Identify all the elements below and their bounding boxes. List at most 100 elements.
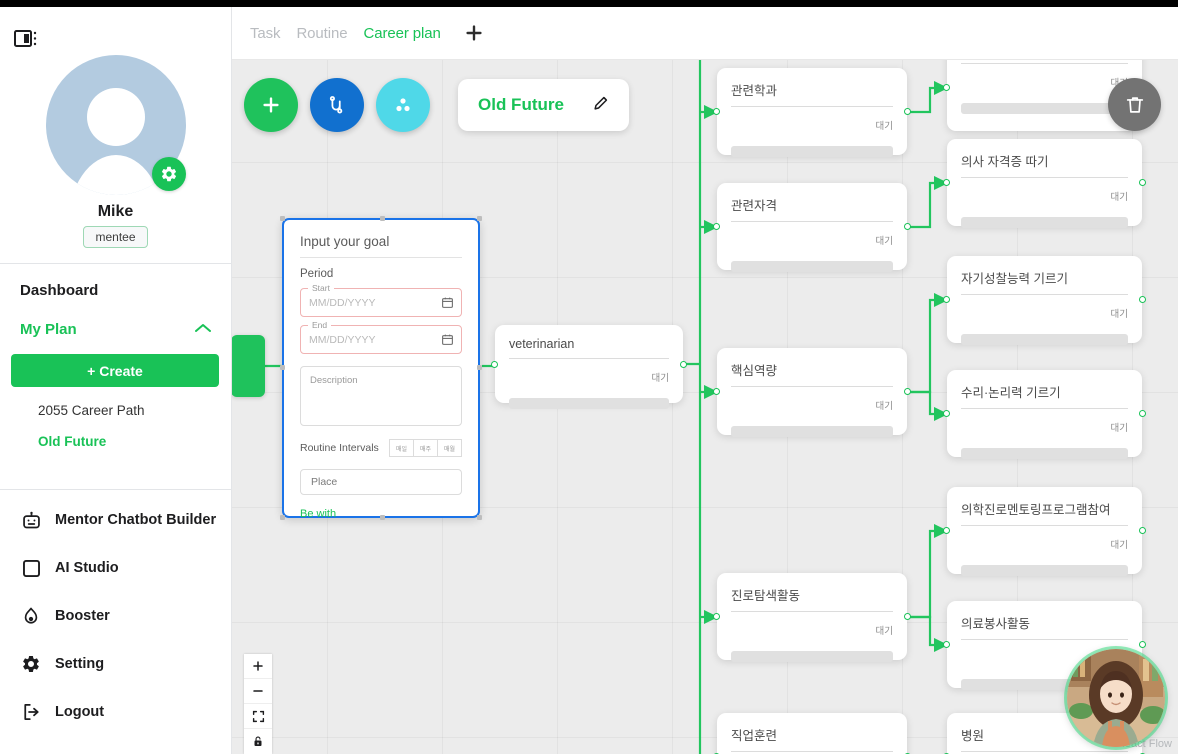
flow-node-status: 대기	[651, 373, 669, 384]
flow-node-title: 의료봉사활동	[961, 613, 1128, 640]
sidebar-item-logout[interactable]: Logout	[0, 688, 231, 736]
fit-view-button[interactable]	[244, 704, 272, 729]
add-tab-button[interactable]	[463, 22, 485, 44]
end-date-input[interactable]: MM/DD/YYYY	[309, 333, 376, 346]
resize-handle-nw[interactable]	[280, 216, 285, 221]
flow-node-progress-bar	[731, 426, 893, 437]
flow-node-handle-left[interactable]	[491, 360, 498, 368]
interval-daily-button[interactable]: 매일	[389, 439, 414, 457]
flow-node-handle-right[interactable]	[904, 108, 911, 115]
sidebar-item-dashboard[interactable]: Dashboard	[20, 282, 99, 299]
flow-node-handle-right[interactable]	[680, 360, 687, 368]
page-title: Old Future	[478, 95, 564, 114]
flow-node-status: 대기	[1110, 309, 1128, 320]
flow-node-handle-left[interactable]	[713, 108, 720, 115]
place-input[interactable]: Place	[300, 469, 462, 495]
end-date-field[interactable]: End MM/DD/YYYY	[300, 320, 462, 354]
flow-seed-node[interactable]	[232, 335, 265, 397]
calendar-icon[interactable]	[441, 296, 454, 314]
flow-node-handle-left[interactable]	[943, 641, 950, 648]
sidebar-item-label: Mentor Chatbot Builder	[55, 512, 217, 528]
create-plan-button[interactable]: + Create	[11, 354, 219, 387]
start-date-input[interactable]: MM/DD/YYYY	[309, 296, 376, 309]
pencil-icon[interactable]	[592, 93, 611, 117]
flow-node-handle-left[interactable]	[943, 179, 950, 186]
resize-handle-ne[interactable]	[477, 216, 482, 221]
tab-task[interactable]: Task	[250, 24, 281, 42]
flow-node-handle-left[interactable]	[713, 388, 720, 395]
flow-controls	[244, 654, 272, 754]
flow-node-handle-left[interactable]	[943, 296, 950, 303]
resize-handle-sw[interactable]	[280, 515, 285, 520]
flow-node[interactable]: 직업훈련	[713, 713, 911, 754]
sidebar-item-booster[interactable]: Booster	[0, 592, 231, 640]
interval-monthly-button[interactable]: 매월	[437, 439, 462, 457]
plan-title-card[interactable]: Old Future	[458, 79, 629, 131]
flow-node-handle-right[interactable]	[1139, 296, 1146, 303]
flow-node-progress-bar	[731, 651, 893, 662]
flow-node-status: 대기	[875, 121, 893, 132]
be-with-link[interactable]: Be with	[300, 508, 337, 520]
flow-node-title: 의사 자격증 따기	[961, 151, 1128, 178]
tab-routine[interactable]: Routine	[296, 24, 348, 42]
description-input[interactable]: Description	[300, 366, 462, 426]
resize-handle-n[interactable]	[380, 216, 385, 221]
resize-handle-w[interactable]	[280, 365, 285, 370]
avatar-head-shape	[86, 88, 145, 146]
lock-button[interactable]	[244, 729, 272, 754]
interval-weekly-button[interactable]: 매주	[413, 439, 438, 457]
panel-toggle-icon[interactable]	[14, 29, 38, 49]
goal-input-card[interactable]: Input your goal Period Start MM/DD/YYYY …	[280, 216, 482, 520]
flow-node-title: 자기성찰능력 기르기	[961, 268, 1128, 295]
add-node-button[interactable]	[244, 78, 298, 132]
flow-node-handle-right[interactable]	[904, 388, 911, 395]
flow-node-handle-left[interactable]	[943, 410, 950, 417]
resize-handle-s[interactable]	[380, 515, 385, 520]
sidebar-item-mentor-chatbot-builder[interactable]: Mentor Chatbot Builder	[0, 496, 231, 544]
flow-node-handle-right[interactable]	[1139, 527, 1146, 534]
route-icon[interactable]	[310, 78, 364, 132]
flow-node-handle-left[interactable]	[943, 527, 950, 534]
dots-cluster-icon[interactable]	[376, 78, 430, 132]
mentor-avatar-button[interactable]	[1067, 649, 1165, 747]
flow-node-title: 관련학과	[731, 80, 893, 107]
calendar-icon[interactable]	[441, 333, 454, 351]
flow-node-handle-left[interactable]	[713, 223, 720, 230]
flow-node-handle-left[interactable]	[713, 613, 720, 620]
flow-node-handle-right[interactable]	[1139, 179, 1146, 186]
sidebar-item-ai-studio[interactable]: AI Studio	[0, 544, 231, 592]
sidebar-plan-2055-career-path[interactable]: 2055 Career Path	[38, 403, 145, 418]
zoom-in-button[interactable]	[244, 654, 272, 679]
flow-node-handle-right[interactable]	[1139, 641, 1146, 648]
zoom-out-button[interactable]	[244, 679, 272, 704]
resize-handle-se[interactable]	[477, 515, 482, 520]
user-name: Mike	[97, 203, 134, 220]
start-date-field[interactable]: Start MM/DD/YYYY	[300, 283, 462, 317]
gear-icon	[20, 653, 42, 675]
resize-handle-e[interactable]	[477, 365, 482, 370]
gear-icon[interactable]	[151, 157, 186, 191]
flow-node-handle-left[interactable]	[943, 84, 950, 91]
mentor-avatar-illustration	[1067, 649, 1165, 747]
flow-node-handle-right[interactable]	[904, 613, 911, 620]
trash-icon[interactable]	[1108, 78, 1161, 131]
sidebar-item-setting[interactable]: Setting	[0, 640, 231, 688]
flow-node-handle-right[interactable]	[904, 223, 911, 230]
tab-career-plan[interactable]: Career plan	[363, 24, 441, 42]
sidebar-item-label: Booster	[55, 608, 110, 624]
sidebar-plan-old-future[interactable]: Old Future	[38, 434, 107, 449]
flow-node-status: 대기	[875, 401, 893, 412]
chevron-up-icon[interactable]	[195, 320, 211, 338]
sidebar-item-my-plan[interactable]: My Plan	[0, 299, 231, 338]
flow-node-handle-right[interactable]	[1139, 410, 1146, 417]
